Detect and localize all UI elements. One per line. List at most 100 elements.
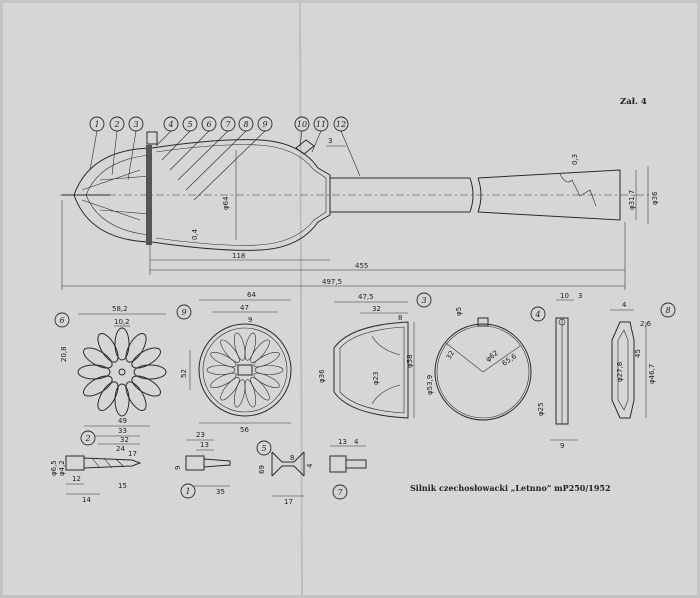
dim-32-ring: 32 (445, 349, 456, 361)
ring-lug (477, 317, 489, 327)
dim-phi58: φ58 (406, 354, 414, 368)
balloon-detail-1: 1 (180, 483, 196, 499)
drawing-caption: Silnik czechosłowacki „Letnno” mP250/195… (410, 483, 611, 493)
dim-phi62: φ62 (484, 349, 500, 364)
detail-9-valve-grid (189, 299, 292, 424)
grid-outer (198, 323, 292, 417)
balloon-2: 2 (109, 116, 125, 132)
balloon-11: 11 (313, 116, 329, 132)
svg-text:1: 1 (185, 487, 190, 496)
disc-hub (118, 368, 126, 376)
balloon-detail-4: 4 (530, 306, 546, 322)
dim-13: 13 (200, 441, 209, 449)
dim-17: 17 (128, 450, 137, 458)
dim-4975: 497,5 (322, 278, 342, 286)
grid-slot (253, 372, 280, 389)
radius-line-32 (445, 342, 484, 373)
balloon-detail-6: 6 (54, 312, 70, 328)
balloon-10: 10 (294, 116, 310, 132)
cone-outline (333, 321, 409, 419)
svg-text:10: 10 (297, 120, 307, 129)
petal-outline (77, 327, 167, 417)
svg-text:2: 2 (84, 434, 90, 443)
svg-text:5: 5 (261, 444, 266, 453)
grid-hub (237, 364, 253, 376)
dim-52: 52 (180, 369, 188, 378)
svg-text:8: 8 (243, 120, 248, 129)
dim-69: 69 (258, 465, 266, 474)
svg-text:6: 6 (206, 120, 211, 129)
detail-5-funnel (271, 451, 305, 497)
injector-hatch (91, 457, 125, 469)
grid-slot (254, 365, 284, 375)
ring-hole (558, 318, 566, 326)
balloon-8: 8 (238, 116, 254, 132)
engine-assembly (60, 130, 650, 290)
petal (131, 375, 161, 397)
dim-33: 33 (118, 427, 127, 435)
svg-text:8: 8 (665, 306, 670, 315)
grid-slot (210, 351, 237, 368)
spark-plug (295, 139, 315, 155)
dim-9-ring: 9 (560, 442, 564, 450)
dim-23: 23 (196, 431, 205, 439)
petal (97, 333, 119, 363)
balloon-5: 5 (182, 116, 198, 132)
chamber-inner (155, 144, 327, 246)
dim-17-funnel: 17 (284, 498, 293, 506)
insert-outline (611, 321, 635, 419)
balloon-1: 1 (89, 116, 105, 132)
balloon-detail-8: 8 (660, 302, 676, 318)
dim-656: 65,6 (501, 352, 519, 368)
dim-03: 0,3 (571, 154, 579, 165)
dim-phi23: φ23 (372, 371, 380, 385)
dim-3: 3 (328, 137, 332, 145)
combustion-chamber (151, 139, 331, 251)
tailpipe-section (559, 173, 597, 207)
grid-slot (210, 372, 237, 389)
detail-7-bolt (329, 445, 367, 473)
svg-text:12: 12 (336, 120, 346, 129)
bolt-head (329, 455, 347, 473)
tailpipe-break (469, 177, 482, 213)
radius-line-656 (482, 345, 521, 373)
balloon-detail-9: 9 (176, 304, 192, 320)
detail-2-injector (65, 425, 150, 495)
grid-slot (244, 379, 256, 408)
dim-32-injector: 32 (120, 436, 129, 444)
dim-3-ring: 3 (578, 292, 582, 300)
grid-slot (220, 339, 240, 363)
svg-text:6: 6 (59, 316, 64, 325)
balloon-4: 4 (163, 116, 179, 132)
detail-4-ring (434, 317, 532, 421)
balloon-12: 12 (333, 116, 349, 132)
dim-phi317: φ31,7 (628, 190, 636, 210)
dim-64: 64 (247, 291, 256, 299)
petal (125, 333, 147, 363)
bolt-shank (345, 459, 367, 469)
nozzle-tip (203, 458, 231, 468)
injector-body (65, 455, 85, 471)
balloon-6: 6 (201, 116, 217, 132)
dim-phi25: φ25 (537, 402, 545, 416)
dim-582: 58,2 (112, 305, 128, 313)
petal (131, 347, 161, 369)
svg-text:4: 4 (534, 310, 540, 319)
dim-04: 0,4 (191, 228, 199, 240)
grid-slots (206, 332, 284, 408)
dim-phi278: φ27,8 (616, 362, 624, 382)
petal (97, 381, 119, 411)
petal (114, 383, 130, 417)
grid-slot (220, 377, 240, 401)
cone-hatch (371, 335, 401, 405)
grid-slot (234, 332, 246, 361)
svg-text:9: 9 (181, 308, 186, 317)
ring-outer (434, 323, 532, 421)
balloon-detail-3: 3 (416, 292, 432, 308)
dim-118: 118 (232, 252, 245, 260)
grid-slot (244, 332, 256, 361)
dim-12: 12 (72, 475, 81, 483)
dim-45: 45 (634, 349, 642, 358)
petal (83, 375, 113, 397)
